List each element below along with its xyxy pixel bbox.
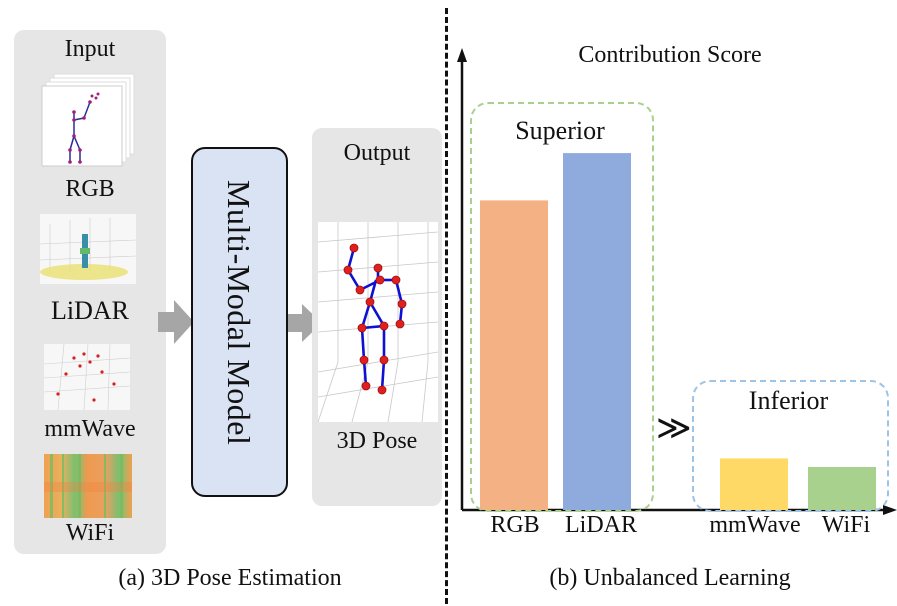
y-axis-arrowhead [457, 48, 467, 62]
modality-label-lidar: LiDAR [51, 296, 129, 325]
bar-rgb [480, 200, 548, 510]
chart-title: Contribution Score [578, 42, 762, 68]
3d-pose-skeleton [317, 222, 439, 423]
multi-modal-model-box [191, 147, 288, 497]
x-tick-label-mmwave: mmWave [709, 512, 801, 538]
lidar-pointcloud-image [39, 214, 137, 284]
much-greater-than-symbol: ≫ [656, 408, 692, 448]
wifi-csi-heatmap [44, 454, 132, 518]
x-tick-label-wifi: WiFi [821, 512, 871, 538]
inferior-group-box [692, 380, 889, 512]
inferior-group-label: Inferior [748, 386, 829, 415]
panel-divider [445, 8, 448, 604]
arrow-right-icon [288, 302, 322, 349]
bar-wifi [808, 467, 876, 510]
x-axis-arrowhead [883, 505, 897, 515]
superior-group-box [470, 102, 654, 512]
output-title: Output [343, 140, 411, 166]
caption-b: (b) Unbalanced Learning [549, 565, 791, 591]
caption-a: (a) 3D Pose Estimation [118, 565, 342, 591]
rgb-skeleton-image [40, 72, 136, 172]
bar-lidar [563, 153, 631, 510]
modality-label-mmwave: mmWave [44, 416, 136, 442]
input-title: Input [64, 36, 116, 62]
x-tick-label-lidar: LiDAR [565, 512, 637, 538]
arrow-right-icon [158, 298, 194, 351]
modality-label-rgb: RGB [65, 176, 115, 202]
model-label: Multi-Modal Model [221, 180, 257, 446]
mmwave-pointcloud-image [43, 343, 131, 411]
superior-group-label: Superior [515, 116, 605, 145]
bar-mmwave [720, 458, 788, 510]
contribution-bar-chart [457, 48, 897, 515]
modality-label-wifi: WiFi [65, 520, 115, 546]
x-tick-label-rgb: RGB [490, 512, 540, 538]
output-label: 3D Pose [336, 428, 418, 454]
